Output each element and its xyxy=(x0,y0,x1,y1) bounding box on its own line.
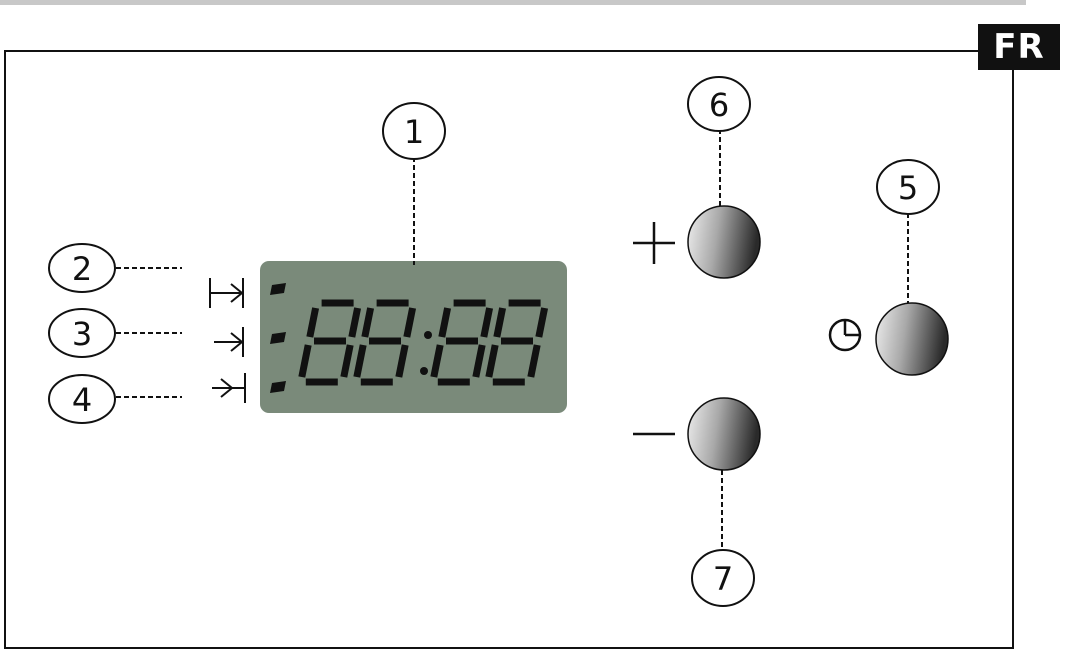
callout-2: 2 xyxy=(48,243,116,293)
callout-number: 1 xyxy=(404,113,424,151)
callout-circle xyxy=(691,549,755,607)
segment xyxy=(438,307,452,338)
callout-circle xyxy=(48,308,116,358)
segment xyxy=(480,307,494,338)
start-indicator-bar xyxy=(270,283,286,295)
seven-segment-digits xyxy=(298,299,549,386)
callout-number: 7 xyxy=(713,560,733,598)
segment xyxy=(306,307,320,338)
plus-button[interactable] xyxy=(687,205,761,279)
callout-number: 2 xyxy=(72,250,92,288)
segment xyxy=(485,344,499,378)
callout-circle xyxy=(687,76,751,132)
callout-circle xyxy=(382,102,446,160)
duration-icon xyxy=(214,327,244,357)
callout-circle xyxy=(48,243,116,293)
callout-number: 4 xyxy=(72,381,92,419)
callout-6: 6 xyxy=(687,76,751,132)
segment xyxy=(430,344,444,378)
segment xyxy=(340,344,354,378)
segment xyxy=(535,307,549,338)
language-badge: FR xyxy=(978,24,1060,70)
clock-button[interactable] xyxy=(875,302,949,376)
callout-number: 5 xyxy=(898,169,918,207)
colon-dot-lower xyxy=(420,367,428,375)
segment xyxy=(353,344,367,378)
callout-circle xyxy=(48,374,116,424)
callout-number: 6 xyxy=(709,86,729,124)
digit-1 xyxy=(298,299,362,386)
segment xyxy=(472,344,486,378)
digit-3 xyxy=(430,299,494,386)
duration-indicator-bar xyxy=(270,332,286,344)
callout-circle xyxy=(876,159,940,215)
top-rule xyxy=(0,0,1026,5)
start-time-icon xyxy=(209,278,244,308)
segment xyxy=(348,307,362,338)
callout-7: 7 xyxy=(691,549,755,607)
digit-2 xyxy=(353,299,417,386)
end-indicator-bar xyxy=(270,381,286,393)
colon-dot-upper xyxy=(424,331,432,339)
segment xyxy=(403,307,417,338)
segment xyxy=(493,307,507,338)
segment xyxy=(298,344,312,378)
minus-button[interactable] xyxy=(687,397,761,471)
callout-number: 3 xyxy=(72,315,92,353)
segment xyxy=(395,344,409,378)
callout-1: 1 xyxy=(382,102,446,160)
callouts: 1 2 3 4 5 6 7 xyxy=(48,76,940,607)
segment xyxy=(361,307,375,338)
end-time-icon xyxy=(212,373,246,403)
callout-3: 3 xyxy=(48,308,116,358)
digit-4 xyxy=(485,299,549,386)
callout-5: 5 xyxy=(876,159,940,215)
control-panel-frame xyxy=(4,50,1014,649)
clock-icon xyxy=(828,318,862,352)
callout-4: 4 xyxy=(48,374,116,424)
lcd-display xyxy=(260,261,567,413)
segment xyxy=(527,344,541,378)
plus-icon xyxy=(633,222,675,264)
